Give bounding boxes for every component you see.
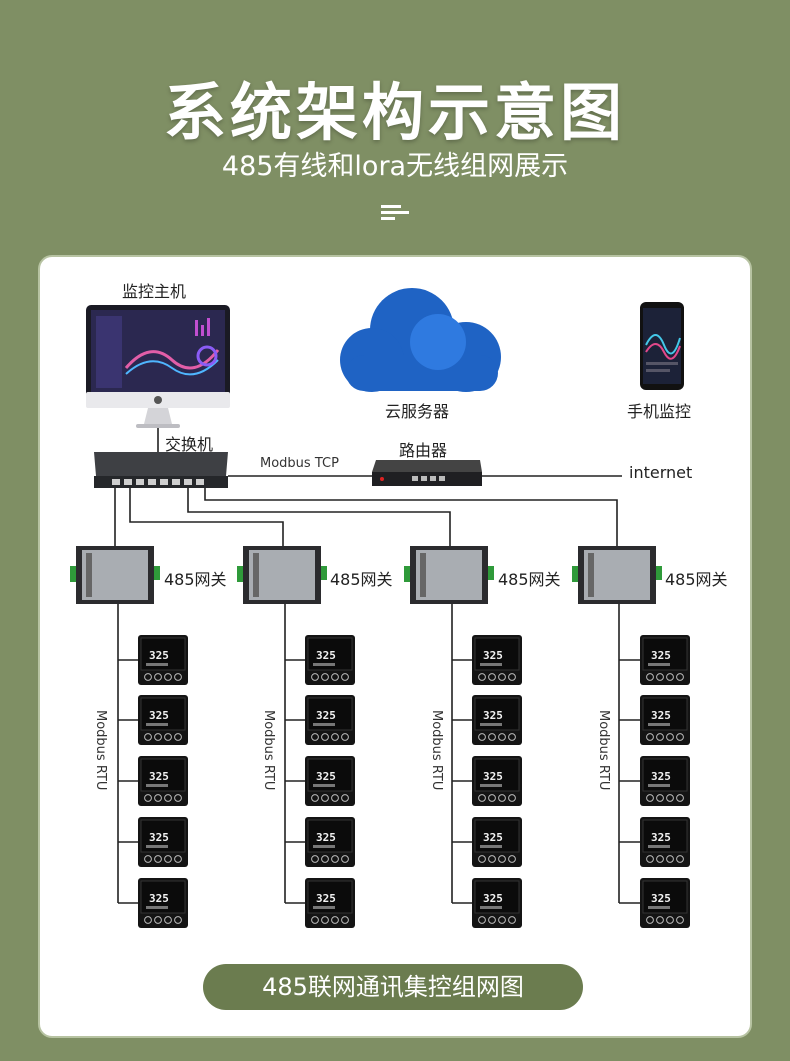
host-label: 监控主机: [122, 282, 187, 301]
monitor-icon: [86, 305, 230, 428]
thermostat-reading: 325: [483, 770, 503, 783]
gateway-label-1: 485网关: [164, 570, 227, 589]
gateway-label-2: 485网关: [330, 570, 393, 589]
thermostat-device: 325: [640, 878, 690, 928]
thermostats: 325 325 325 325 325 325 325 325 325 325 325 325 325 3…: [138, 635, 690, 928]
modbus-rtu-label-3: Modbus RTU: [429, 710, 444, 791]
thermostat-reading: 325: [651, 709, 671, 722]
thermostat-reading: 325: [316, 649, 336, 662]
thermostat-reading: 325: [316, 770, 336, 783]
thermostat-reading: 325: [483, 649, 503, 662]
thermostat-reading: 325: [149, 770, 169, 783]
thermostat-reading: 325: [651, 831, 671, 844]
modbus-tcp-label: Modbus TCP: [260, 456, 339, 471]
phone-label: 手机监控: [627, 402, 692, 421]
thermostat-reading: 325: [149, 649, 169, 662]
switch-to-gw2-line: [129, 488, 284, 548]
thermostat-device: 325: [138, 695, 188, 745]
thermostat-device: 325: [305, 878, 355, 928]
internet-label: internet: [629, 463, 693, 482]
cloud-icon: [340, 288, 501, 392]
switch-label: 交换机: [165, 435, 214, 454]
thermostat-device: 325: [305, 695, 355, 745]
thermostat-reading: 325: [651, 649, 671, 662]
thermostat-reading: 325: [316, 892, 336, 905]
thermostat-reading: 325: [316, 831, 336, 844]
thermostat-reading: 325: [483, 831, 503, 844]
gateway-device-2: [237, 546, 327, 604]
page-title: 系统架构示意图: [163, 76, 626, 149]
cloud-label: 云服务器: [385, 402, 450, 421]
gateway-label-4: 485网关: [665, 570, 728, 589]
modbus-rtu-label-4: Modbus RTU: [596, 710, 611, 791]
thermostat-reading: 325: [483, 709, 503, 722]
switch-to-gw4-line: [204, 488, 618, 548]
thermostat-device: 325: [138, 756, 188, 806]
thermostat-device: 325: [472, 817, 522, 867]
thermostat-device: 325: [305, 635, 355, 685]
thermostat-device: 325: [138, 817, 188, 867]
gateway-device-3: [404, 546, 494, 604]
modbus-rtu-label-1: Modbus RTU: [93, 710, 108, 791]
thermostat-device: 325: [640, 817, 690, 867]
thermostat-reading: 325: [316, 709, 336, 722]
footer-badge: 485联网通讯集控组网图: [203, 964, 583, 1010]
thermostat-device: 325: [640, 695, 690, 745]
router-label: 路由器: [399, 441, 448, 460]
switch-icon: [94, 452, 228, 488]
gateway-device-4: [572, 546, 662, 604]
thermostat-device: 325: [138, 635, 188, 685]
gateways: [70, 546, 662, 604]
thermostat-device: 325: [640, 635, 690, 685]
thermostat-reading: 325: [149, 892, 169, 905]
gateway-label-3: 485网关: [498, 570, 561, 589]
wiring: [114, 418, 622, 548]
thermostat-device: 325: [472, 695, 522, 745]
thermostat-reading: 325: [651, 892, 671, 905]
thermostat-device: 325: [472, 878, 522, 928]
page-subtitle: 485有线和lora无线组网展示: [221, 151, 569, 182]
thermostat-device: 325: [472, 756, 522, 806]
menu-lines-icon: [381, 205, 409, 223]
switch-to-gw3-line: [187, 488, 451, 548]
thermostat-reading: 325: [149, 831, 169, 844]
thermostat-device: 325: [305, 756, 355, 806]
thermostat-reading: 325: [483, 892, 503, 905]
thermostat-reading: 325: [149, 709, 169, 722]
thermostat-device: 325: [305, 817, 355, 867]
router-icon: [372, 460, 482, 486]
phone-icon: [640, 302, 684, 390]
thermostat-device: 325: [640, 756, 690, 806]
thermostat-reading: 325: [651, 770, 671, 783]
rtu-buses: [117, 604, 640, 904]
thermostat-device: 325: [472, 635, 522, 685]
modbus-rtu-label-2: Modbus RTU: [261, 710, 276, 791]
thermostat-device: 325: [138, 878, 188, 928]
gateway-device-1: [70, 546, 160, 604]
